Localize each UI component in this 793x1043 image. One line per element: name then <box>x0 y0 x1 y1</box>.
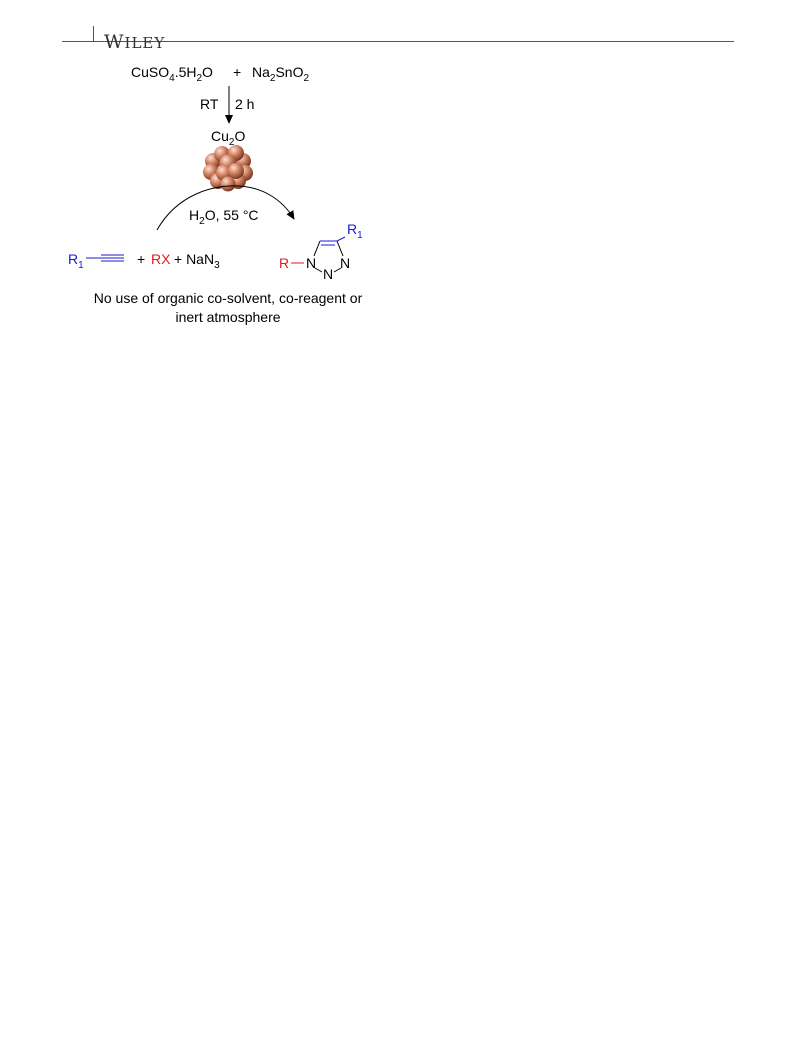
plus-rx-sign: + <box>137 251 145 267</box>
alkyl-halide: RX <box>151 251 171 267</box>
header-tick <box>93 26 94 42</box>
condition-time: 2 h <box>235 96 254 112</box>
triple-bond <box>86 254 124 262</box>
condition-rt: RT <box>200 96 219 112</box>
nanoparticle-cluster-icon <box>203 145 253 192</box>
header-rule <box>62 41 734 42</box>
product-r: R <box>279 255 289 271</box>
curved-arrow <box>156 185 295 231</box>
plus-sign: + <box>233 64 241 80</box>
publisher-logo: WILEY <box>104 31 166 53</box>
product-n2: N <box>340 255 350 271</box>
caption-line-2: inert atmosphere <box>175 309 280 325</box>
sodium-azide: + NaN3 <box>174 251 220 271</box>
reagent-copper-sulfate: CuSO4.5H2O <box>131 64 213 84</box>
caption-line-1: No use of organic co-solvent, co-reagent… <box>94 290 363 306</box>
triazole-product: R N N N R1 <box>279 221 363 282</box>
product-n1: N <box>306 255 316 271</box>
reagent-sodium-stannite: Na2SnO2 <box>252 64 309 84</box>
product-n3: N <box>323 266 333 282</box>
arc-condition: H2O, 55 °C <box>189 207 259 227</box>
catalyst-label: Cu2O <box>211 128 245 148</box>
product-r1: R1 <box>347 221 363 241</box>
alkyne-r1: R1 <box>68 251 84 271</box>
